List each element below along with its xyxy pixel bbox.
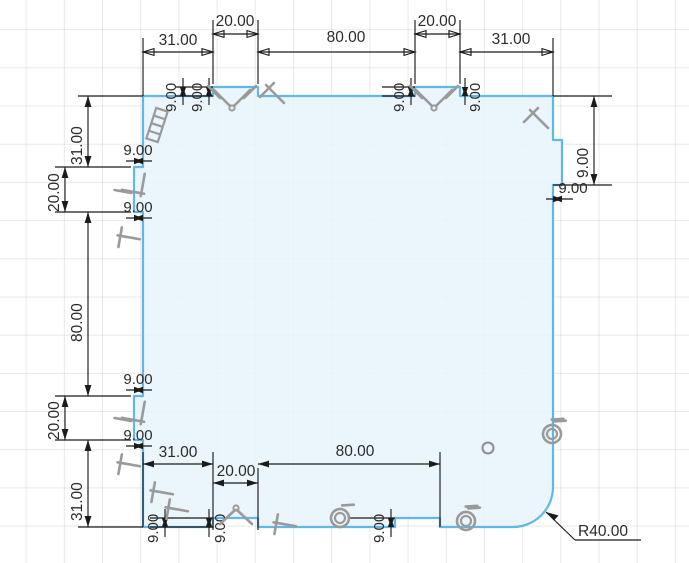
dim-notch-depth-lt-a[interactable]: 9.00 [123, 142, 153, 165]
dim-bottom-20[interactable]: 20.00 [213, 463, 258, 487]
dim-label-right-9-depth: 9.00 [558, 180, 587, 197]
perpendicular-icon-top-right[interactable] [408, 84, 460, 112]
dim-label-notch-depth-lb-a: 9.00 [123, 371, 152, 388]
dim-label-top-20-right: 20.00 [418, 13, 457, 30]
dim-label-notch-depth-lb-b: 9.00 [123, 427, 152, 444]
tangent-icon-bottom-left-curve[interactable] [327, 500, 360, 531]
perpendicular-icon-left-notch2-bottom[interactable] [110, 450, 142, 479]
tangent-icon-bottom-right[interactable] [452, 500, 487, 533]
dim-notch-depth-tr-b[interactable]: 9.00 [461, 78, 484, 112]
dim-notch-depth-lb-a[interactable]: 9.00 [123, 371, 153, 394]
sketch-profile[interactable] [132, 85, 564, 529]
dim-label-notch-depth-tl-b: 9.00 [189, 83, 206, 112]
dim-label-notch-depth-tl-a: 9.00 [163, 83, 180, 112]
perpendicular-icon-bottom-right[interactable] [158, 495, 190, 524]
dim-label-notch-depth-lt-a: 9.00 [123, 142, 152, 159]
dim-label-left-20-bottom: 20.00 [46, 401, 63, 440]
sketch-profile-outline[interactable] [132, 85, 564, 529]
perpendicular-icon-top-left[interactable] [206, 84, 258, 112]
dim-bottom-80[interactable]: 80.00 [258, 443, 440, 468]
dim-label-left-80: 80.00 [69, 303, 86, 342]
perpendicular-icon-left-notch2-top[interactable] [113, 399, 154, 435]
dim-label-notch-depth-bl-a: 9.00 [145, 514, 162, 543]
dim-top-20-left[interactable]: 20.00 [211, 13, 260, 39]
top-notch-depth-group[interactable]: 9.00 9.00 9.00 9.00 [163, 78, 484, 112]
perpendicular-icon-top-left-outer[interactable] [258, 81, 286, 105]
dim-left-31-bottom[interactable]: 31.00 [69, 440, 92, 527]
left-dimension-group[interactable]: 31.00 20.00 80.00 20.00 [46, 95, 143, 528]
dim-right-9-depth[interactable]: 9.00 [546, 180, 588, 203]
dim-label-bottom-20: 20.00 [217, 463, 256, 480]
dim-top-80[interactable]: 80.00 [256, 29, 417, 57]
bottom-notch-depth-group[interactable]: 9.00 9.00 9.00 [145, 509, 395, 543]
dim-label-bottom-31: 31.00 [159, 444, 198, 461]
vertical-icon-left-edge[interactable] [144, 106, 170, 144]
dim-notch-depth-tl-a[interactable]: 9.00 [163, 78, 187, 112]
bottom-dimension-group[interactable]: 31.00 20.00 80.00 [142, 443, 441, 530]
dim-label-notch-depth-lt-b: 9.00 [123, 199, 152, 216]
dim-label-notch-depth-br-a: 9.00 [371, 514, 388, 543]
dim-label-right-9-vertical: 9.00 [575, 147, 592, 178]
perpendicular-icon-bottom-left[interactable] [143, 478, 175, 507]
perpendicular-icon-left-notch-bottom[interactable] [110, 223, 142, 252]
dim-right-9-vertical[interactable]: 9.00 [575, 96, 598, 185]
dim-notch-depth-tl-b[interactable]: 9.00 [189, 78, 213, 112]
radius-leader-arrow [546, 512, 559, 521]
dim-notch-depth-bl-b[interactable]: 9.00 [205, 509, 229, 543]
left-notch-depth-group[interactable]: 9.00 9.00 9.00 9.00 [123, 142, 153, 450]
dim-label-top-31-right: 31.00 [492, 31, 531, 48]
top-dimension-group[interactable]: 31.00 20.00 80.00 20.00 [141, 13, 555, 96]
dim-label-left-31-bottom: 31.00 [69, 482, 86, 521]
point-marker-center[interactable] [481, 441, 495, 455]
dim-top-31-right[interactable]: 31.00 [458, 31, 555, 57]
dim-notch-depth-lb-b[interactable]: 9.00 [123, 427, 153, 450]
dim-label-top-20-left: 20.00 [216, 13, 255, 30]
dim-label-left-31-top: 31.00 [69, 126, 86, 165]
dim-top-20-right[interactable]: 20.00 [413, 13, 462, 39]
dim-left-20-top[interactable]: 20.00 [46, 167, 69, 212]
dim-label-notch-depth-tr-b: 9.00 [467, 83, 484, 112]
perpendicular-icon-bottom-mid[interactable] [218, 504, 254, 526]
dim-label-corner-radius: R40.00 [578, 523, 628, 540]
dim-label-bottom-80: 80.00 [336, 443, 375, 460]
dim-bottom-31[interactable]: 31.00 [143, 444, 213, 468]
radius-callout[interactable]: R40.00 [545, 511, 641, 541]
dim-top-31-left[interactable]: 31.00 [141, 32, 215, 57]
dim-left-20-bottom[interactable]: 20.00 [46, 396, 69, 440]
perpendicular-icon-bottom-mid2[interactable] [266, 510, 298, 539]
dim-left-80[interactable]: 80.00 [69, 212, 92, 396]
dim-label-top-31-left: 31.00 [159, 32, 198, 49]
perpendicular-icon-top-right-outer[interactable] [522, 106, 550, 130]
dim-notch-depth-br-a[interactable]: 9.00 [371, 509, 395, 543]
right-dimension-group[interactable]: 9.00 9.00 [546, 95, 612, 203]
dim-label-left-20-top: 20.00 [46, 173, 63, 212]
sketch-profile-fill [134, 87, 562, 527]
tangent-icon-right-upper[interactable] [538, 413, 573, 446]
dim-left-31-top[interactable]: 31.00 [69, 96, 92, 167]
dim-notch-depth-bl-a[interactable]: 9.00 [145, 509, 169, 543]
dim-label-top-80: 80.00 [327, 29, 366, 46]
dim-notch-depth-lt-b[interactable]: 9.00 [123, 199, 153, 222]
dim-label-notch-depth-tr-a: 9.00 [391, 83, 408, 112]
perpendicular-icon-left-notch-top[interactable] [113, 171, 154, 207]
